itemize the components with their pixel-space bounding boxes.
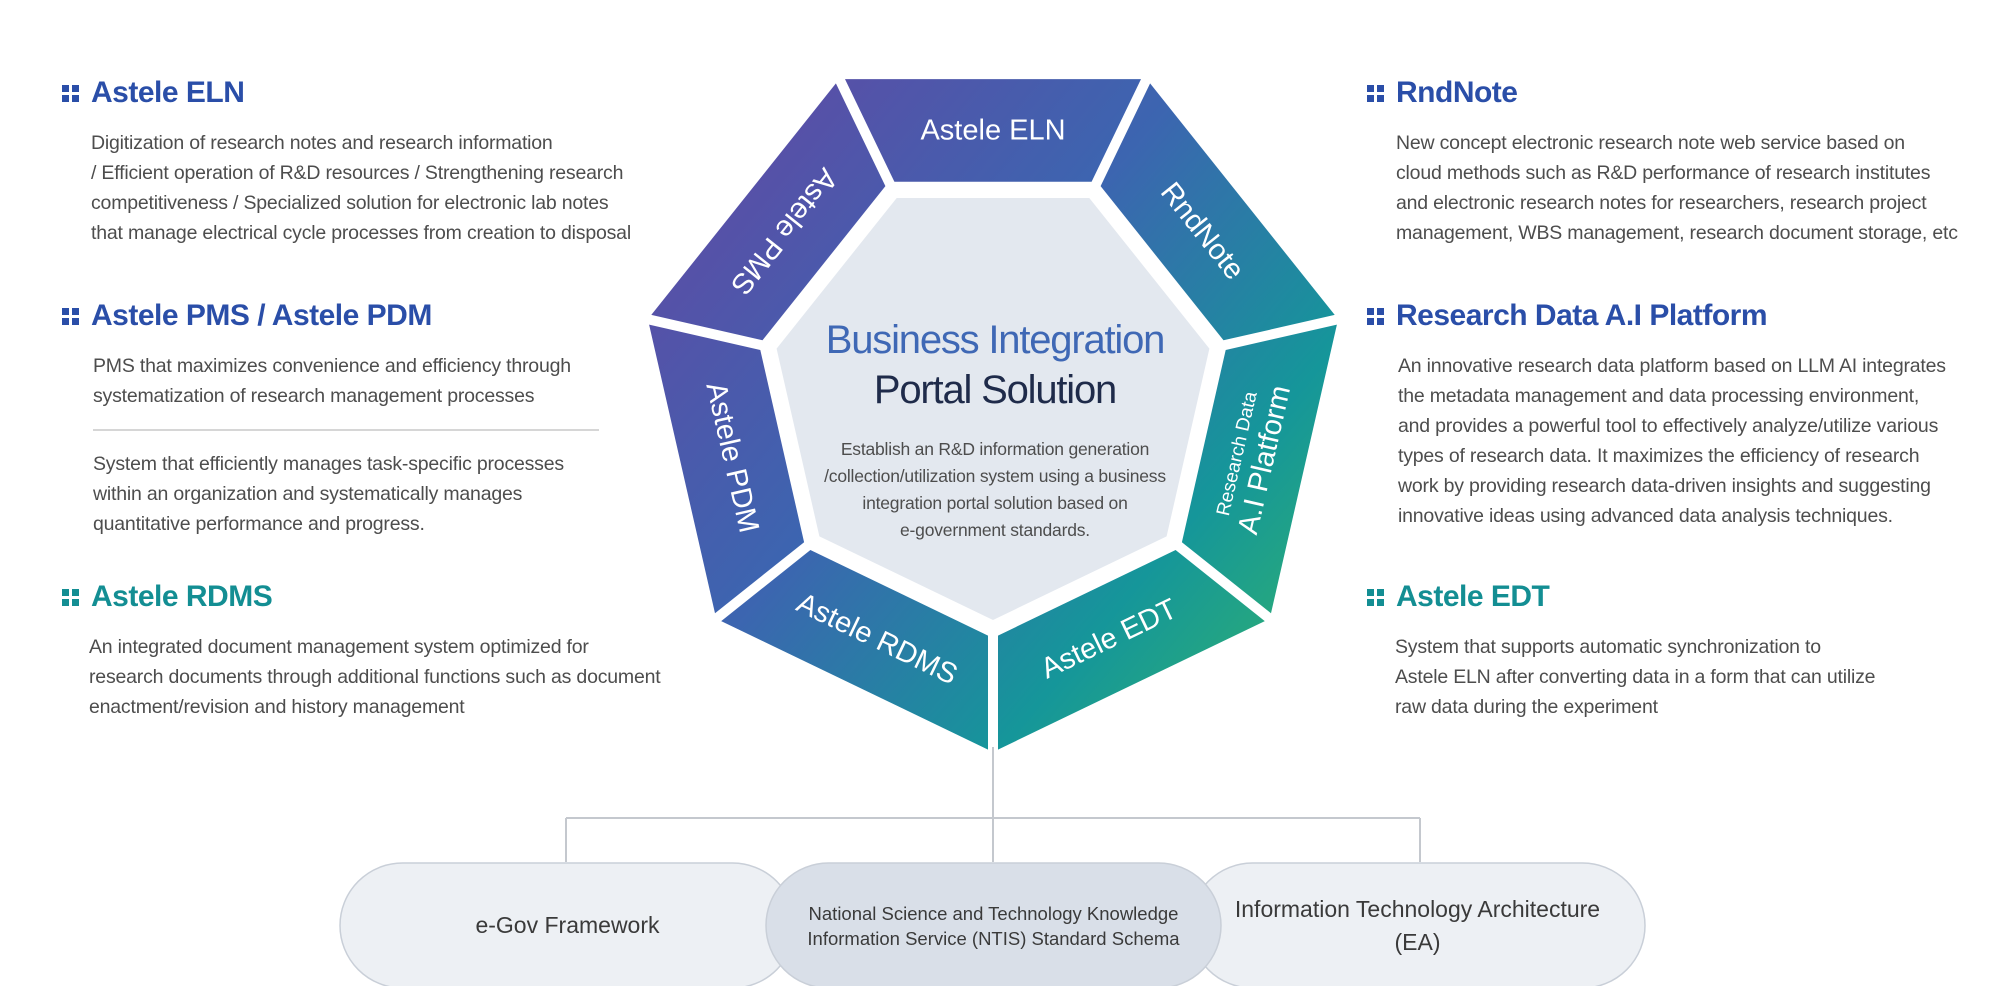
section-description: An integrated document management system… [89,636,661,718]
section-astele-rdms: Astele RDMS An integrated document manag… [62,580,661,722]
grid-bullet-icon [62,307,79,325]
grid-bullet-icon [1367,84,1384,102]
grid-bullet-icon [62,588,79,606]
segment-rndnote [1100,83,1335,341]
pill-ntis [765,862,1222,986]
section-rndnote: RndNote New concept electronic research … [1367,76,1958,248]
section-title: Astele ELN [62,76,631,110]
section-title: Astele EDT [1367,580,1875,614]
segment-eln [845,79,1141,182]
section-astele-edt: Astele EDT System that supports automati… [1367,580,1875,722]
section-divider [93,429,599,431]
pill-ntis-label: National Science and Technology Knowledg… [807,902,1180,949]
connector-lines [565,747,1421,862]
section-astele-pms-pdm: Astele PMS / Astele PDM PMS that maximiz… [62,299,599,539]
section-description: System that supports automatic synchroni… [1395,636,1876,718]
section-title: Research Data A.I Platform [1367,299,1946,333]
center-title-line2: Portal Solution [873,368,1117,412]
section-research-data-ai-platform: Research Data A.I Platform An innovative… [1367,299,1946,531]
pill-ea-label: Information Technology Architecture (EA) [1234,895,1601,955]
section-description: An innovative research data platform bas… [1398,355,1946,527]
section-description: Digitization of research notes and resea… [91,132,631,244]
section-title: Astele RDMS [62,580,660,614]
section-title: Astele PMS / Astele PDM [62,299,599,333]
grid-bullet-icon [1367,588,1384,606]
segment-label-text: Astele ELN [920,114,1065,146]
segment-rdms [721,550,988,750]
grid-bullet-icon [62,84,79,102]
segment-pms [651,83,886,341]
segment-label-eln: Astele ELN [920,114,1065,146]
section-title: RndNote [1367,76,1958,110]
segment-edt [998,550,1265,750]
segment-pdm [649,324,805,614]
section-description: PMS that maximizes convenience and effic… [93,355,571,407]
pill-egov-label: e-Gov Framework [475,912,660,938]
section-description: New concept electronic research note web… [1396,132,1958,244]
standards-pills [339,862,1646,986]
grid-bullet-icon [1367,307,1384,325]
center-description: Establish an R&D information generation … [824,439,1166,540]
section-astele-eln: Astele ELN Digitization of research note… [62,76,631,248]
center-title-line1: Business Integration [825,318,1166,362]
section-description: System that efficiently manages task-spe… [93,453,564,535]
center-heptagon [776,198,1210,620]
segment-ai [1181,324,1337,614]
heptagon-ring [649,79,1337,750]
